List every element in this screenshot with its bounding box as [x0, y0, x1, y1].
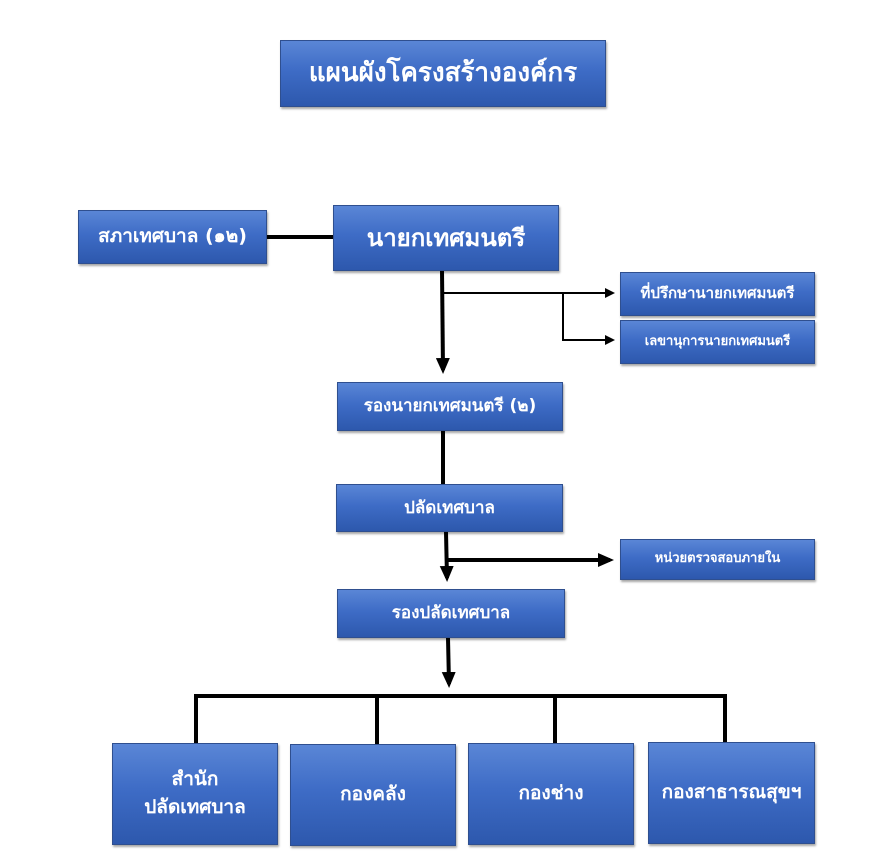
- line-to-secretary: [562, 293, 615, 345]
- node-finance: กองคลัง: [290, 744, 456, 846]
- node-audit: หน่วยตรวจสอบภายใน: [620, 539, 815, 580]
- line-clerk-deputyclerk: [439, 531, 454, 582]
- node-office-clerk: สำนัก ปลัดเทศบาล: [112, 743, 278, 845]
- node-secretary: เลขานุการนายกเทศมนตรี: [620, 320, 815, 364]
- node-engineering: กองช่าง: [468, 743, 634, 845]
- node-mayor: นายกเทศมนตรี: [333, 205, 559, 271]
- line-deputyclerk-divisions: [441, 637, 456, 688]
- node-advisor: ที่ปรึกษานายกเทศมนตรี: [620, 272, 815, 316]
- node-deputy-clerk: รองปลัดเทศบาล: [337, 589, 565, 638]
- node-council: สภาเทศบาล (๑๒): [78, 210, 267, 264]
- line-mayor-deputy: [435, 269, 450, 374]
- node-public-health: กองสาธารณสุขฯ: [648, 742, 815, 844]
- chart-title: แผนผังโครงสร้างองค์กร: [280, 40, 606, 107]
- node-deputy-mayor: รองนายกเทศมนตรี (๒): [337, 382, 563, 431]
- node-clerk: ปลัดเทศบาล: [336, 484, 563, 532]
